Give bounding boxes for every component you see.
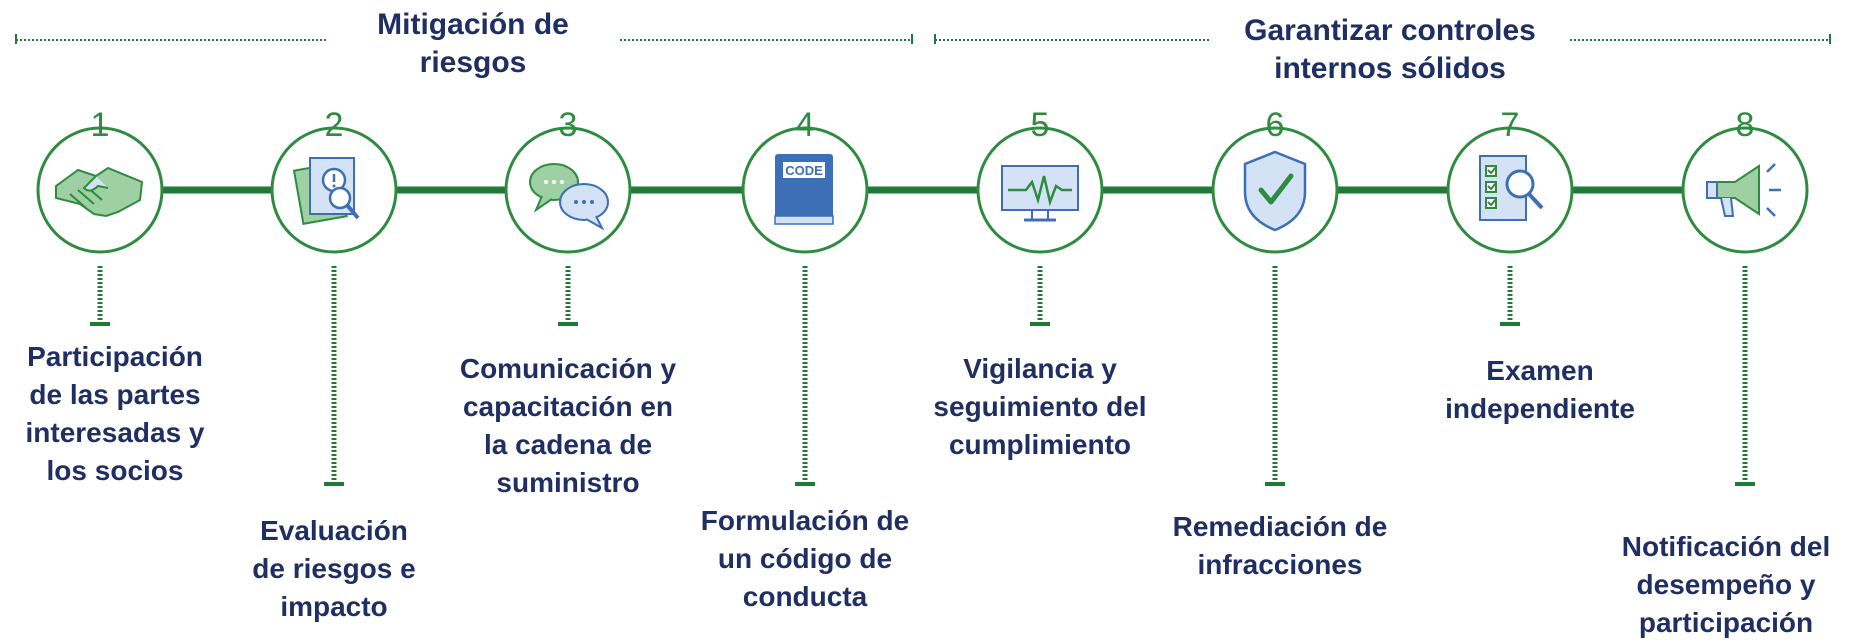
monitor-heartbeat-icon bbox=[1001, 165, 1079, 222]
step-label-line: cumplimiento bbox=[948, 429, 1131, 460]
step-5-number: 5 bbox=[1030, 106, 1050, 144]
step-3-number: 3 bbox=[558, 106, 578, 144]
step-label-line: interesadas y bbox=[25, 417, 205, 448]
handshake-icon bbox=[55, 166, 144, 218]
step-4-number: 4 bbox=[795, 106, 815, 144]
step-2-label: Evaluación de riesgos e impacto bbox=[204, 512, 464, 626]
step-label-line: suministro bbox=[496, 467, 640, 498]
step-label-line: capacitación en bbox=[462, 391, 674, 422]
step-1-label: Participación de las partes interesadas … bbox=[0, 338, 230, 490]
step-6-label: Remediación de infracciones bbox=[1130, 508, 1430, 584]
step-label-line: seguimiento del bbox=[933, 391, 1147, 422]
group-title-controls: Garantizar controles internos sólidos bbox=[1240, 12, 1540, 88]
leader-4 bbox=[795, 266, 815, 486]
step-label-line: infracciones bbox=[1197, 549, 1363, 580]
step-label-line: un código de bbox=[717, 543, 893, 574]
code-book-label: CODE bbox=[785, 163, 823, 178]
risk-assessment-document-icon bbox=[292, 157, 360, 225]
step-5-label: Vigilancia y seguimiento del cumplimient… bbox=[900, 350, 1180, 464]
step-label-line: Participación bbox=[27, 341, 203, 372]
group-title-line: riesgos bbox=[419, 46, 527, 79]
step-label-line: Comunicación y bbox=[459, 353, 677, 384]
step-label-line: independiente bbox=[1445, 393, 1635, 424]
group-bracket-mitigation bbox=[15, 34, 913, 44]
step-label-line: la cadena de bbox=[483, 429, 653, 460]
group-title-line: Garantizar controles bbox=[1244, 14, 1536, 47]
megaphone-icon bbox=[1706, 163, 1781, 217]
step-6-number: 6 bbox=[1265, 106, 1285, 144]
step-3-label: Comunicación y capacitación en la cadena… bbox=[423, 350, 713, 502]
leader-8 bbox=[1735, 266, 1755, 486]
step-7-label: Examen independiente bbox=[1400, 352, 1680, 428]
step-1-number: 1 bbox=[90, 106, 110, 144]
step-label-line: desempeño y bbox=[1636, 569, 1816, 600]
step-label-line: Evaluación bbox=[260, 515, 408, 546]
step-8-number: 8 bbox=[1735, 106, 1755, 144]
group-title-mitigation: Mitigación de riesgos bbox=[323, 6, 623, 82]
step-label-line: Notificación del bbox=[1621, 531, 1831, 562]
step-label-line: conducta bbox=[742, 581, 868, 612]
group-bracket-controls bbox=[934, 34, 1831, 44]
chat-bubbles-icon bbox=[529, 163, 609, 231]
step-2-number: 2 bbox=[324, 106, 344, 144]
leader-1 bbox=[90, 266, 110, 326]
leader-3 bbox=[558, 266, 578, 326]
leader-7 bbox=[1500, 266, 1520, 326]
leader-6 bbox=[1265, 266, 1285, 486]
checklist-magnifier-icon bbox=[1479, 155, 1544, 221]
group-title-line: internos sólidos bbox=[1274, 52, 1506, 85]
step-label-line: impacto bbox=[280, 591, 388, 622]
step-7-number: 7 bbox=[1500, 106, 1520, 144]
step-label-line: Formulación de bbox=[700, 505, 910, 536]
step-4-label: Formulación de un código de conducta bbox=[660, 502, 950, 616]
step-label-line: de riesgos e bbox=[252, 553, 416, 584]
leader-5 bbox=[1030, 266, 1050, 326]
step-label-line: participación bbox=[1638, 607, 1814, 638]
step-label-line: de las partes bbox=[29, 379, 201, 410]
group-title-line: Mitigación de bbox=[377, 8, 569, 41]
step-label-line: Remediación de bbox=[1172, 511, 1388, 542]
step-label-line: los socios bbox=[46, 455, 184, 486]
code-book-icon: CODE bbox=[774, 154, 834, 225]
shield-check-icon bbox=[1243, 150, 1307, 232]
step-label-line: Examen bbox=[1486, 355, 1594, 386]
step-8-label: Notificación del desempeño y participaci… bbox=[1600, 528, 1852, 642]
step-label-line: Vigilancia y bbox=[963, 353, 1117, 384]
leader-2 bbox=[324, 266, 344, 486]
